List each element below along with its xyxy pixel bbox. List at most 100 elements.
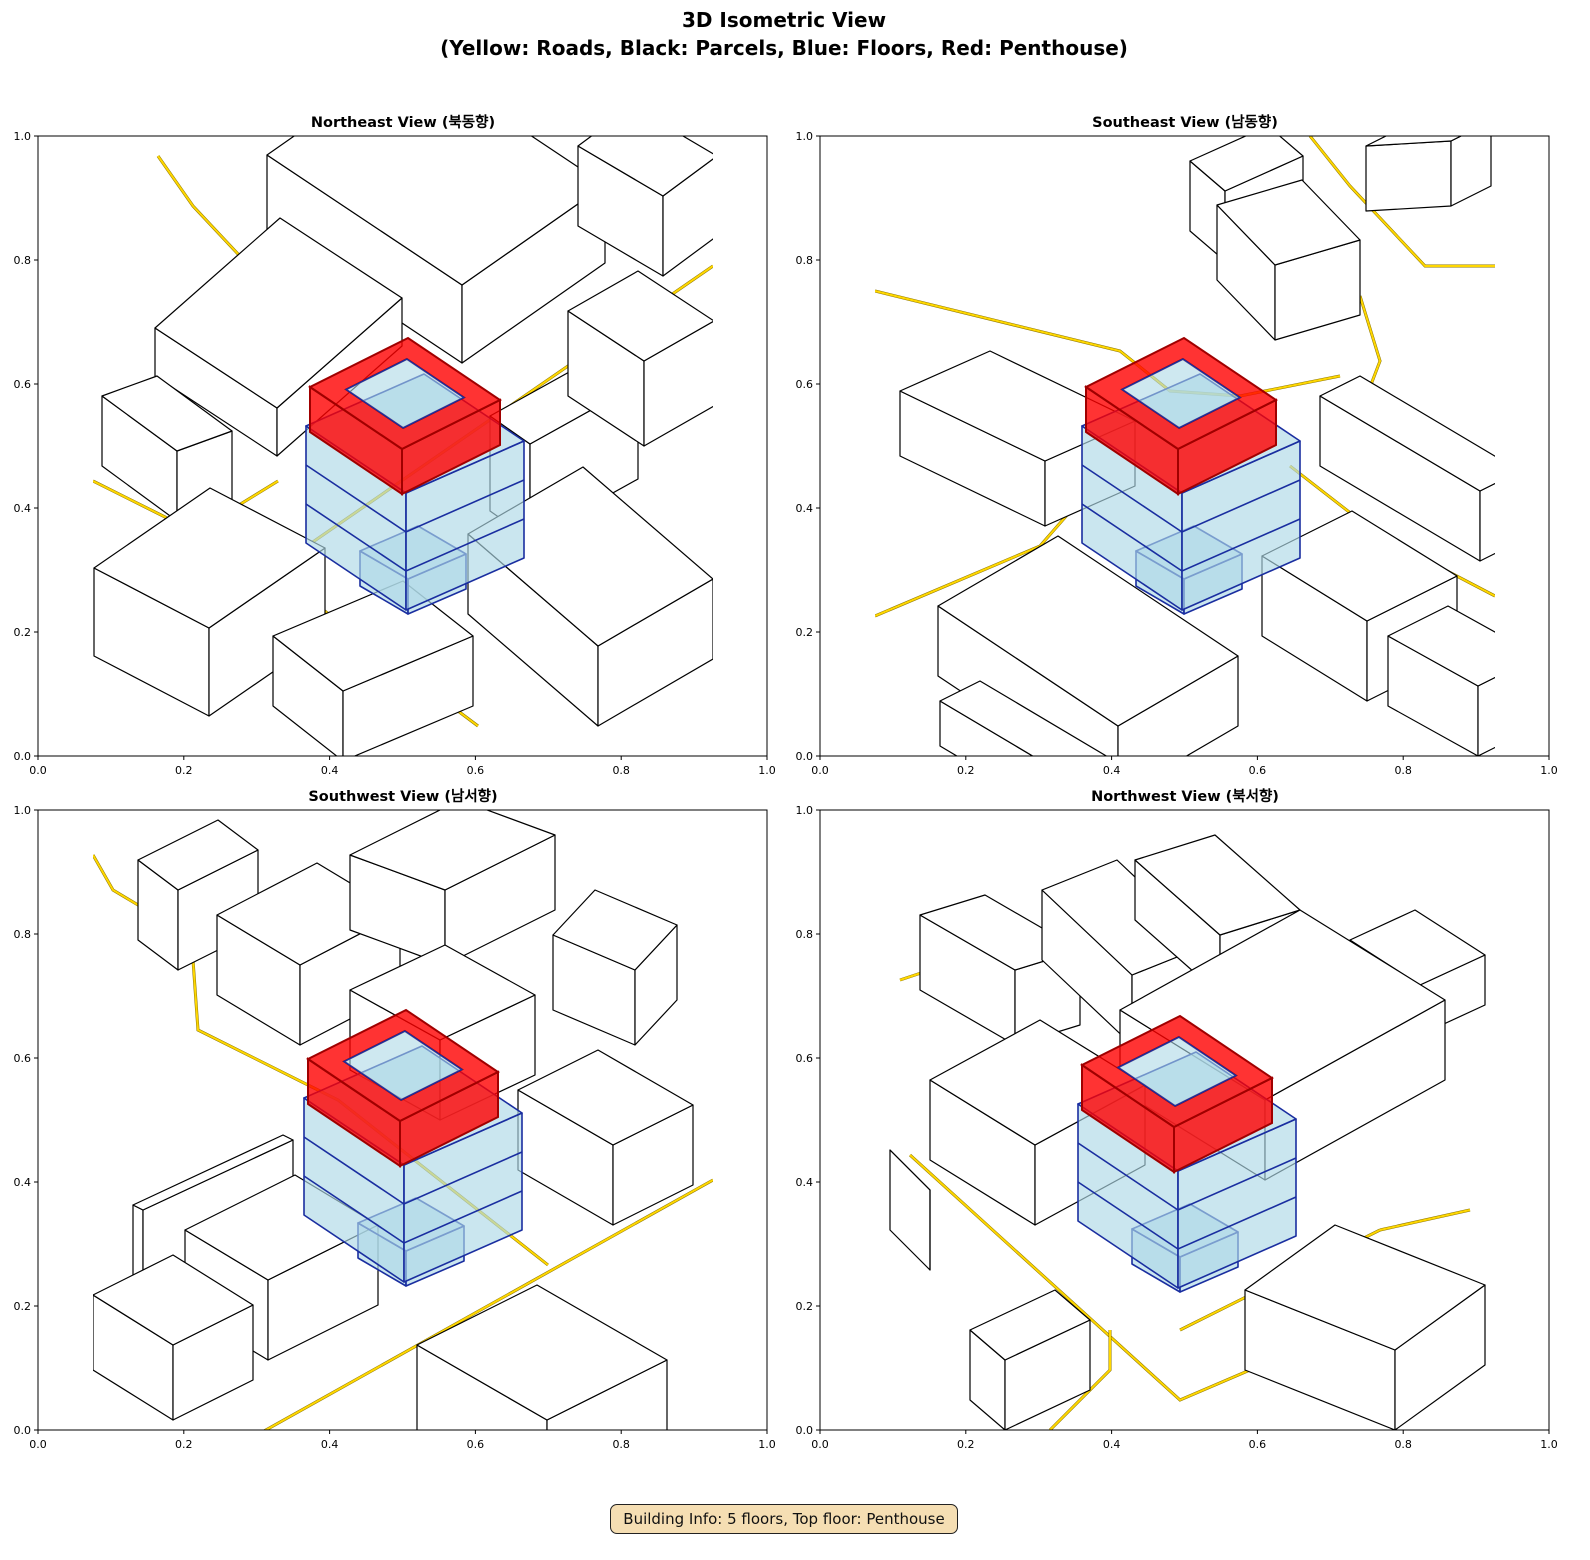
x-tick-label: 0.2 bbox=[175, 1438, 193, 1451]
y-tick-label: 0.8 bbox=[14, 254, 32, 267]
floor-line bbox=[1077, 1181, 1297, 1250]
x-tick-label: 0.0 bbox=[811, 764, 829, 777]
x-tick-label: 0.6 bbox=[1249, 1438, 1267, 1451]
top-face bbox=[1365, 136, 1463, 147]
parcel-building bbox=[577, 136, 713, 277]
x-tick-label: 1.0 bbox=[758, 764, 776, 777]
building-info-box: Building Info: 5 floors, Top floor: Pent… bbox=[610, 1504, 958, 1534]
x-tick-label: 0.2 bbox=[957, 1438, 975, 1451]
top-face bbox=[1261, 510, 1458, 622]
y-tick-label: 0.6 bbox=[796, 378, 814, 391]
y-tick-label: 0.8 bbox=[796, 254, 814, 267]
y-tick-label: 0.0 bbox=[14, 750, 32, 763]
x-tick-label: 0.0 bbox=[811, 1438, 829, 1451]
target-building bbox=[305, 336, 525, 615]
x-tick-label: 0.8 bbox=[1394, 764, 1412, 777]
x-tick-label: 0.6 bbox=[467, 764, 485, 777]
figure-title: 3D Isometric View (Yellow: Roads, Black:… bbox=[0, 6, 1568, 62]
x-tick-label: 0.8 bbox=[1394, 1438, 1412, 1451]
axes-frame bbox=[819, 135, 1550, 757]
right-face bbox=[1450, 136, 1492, 207]
top-face bbox=[937, 535, 1239, 727]
y-tick-label: 0.4 bbox=[796, 1176, 814, 1189]
y-tick-label: 0.0 bbox=[796, 1424, 814, 1437]
top-face bbox=[889, 1149, 931, 1191]
parcel-building bbox=[93, 1254, 254, 1421]
scene bbox=[889, 834, 1486, 1430]
y-tick-label: 0.8 bbox=[796, 928, 814, 941]
x-tick-label: 0.6 bbox=[1249, 764, 1267, 777]
penthouse-courtyard bbox=[344, 358, 466, 429]
floor-line bbox=[1077, 1142, 1297, 1211]
y-tick-label: 0.0 bbox=[14, 1424, 32, 1437]
y-tick-label: 0.4 bbox=[796, 502, 814, 515]
floor-line bbox=[303, 1136, 523, 1205]
subplot-title: Northwest View (북서향) bbox=[1091, 788, 1279, 805]
floor-line bbox=[305, 503, 525, 572]
x-tick-label: 0.2 bbox=[175, 764, 193, 777]
top-face bbox=[1216, 179, 1361, 266]
top-face bbox=[552, 889, 678, 971]
subplot-title: Southwest View (남서향) bbox=[308, 788, 497, 805]
penthouse bbox=[1080, 1014, 1274, 1174]
top-face bbox=[1244, 1224, 1486, 1351]
target-building bbox=[1077, 1014, 1297, 1293]
y-tick-label: 1.0 bbox=[14, 804, 32, 817]
parcel-building bbox=[969, 1289, 1091, 1430]
top-face bbox=[467, 466, 713, 647]
y-tick-label: 0.6 bbox=[14, 378, 32, 391]
parcel-building bbox=[137, 819, 259, 971]
parcel-building bbox=[1387, 605, 1495, 756]
top-face bbox=[1319, 375, 1495, 492]
y-tick-label: 0.0 bbox=[796, 750, 814, 763]
y-tick-label: 0.2 bbox=[14, 626, 32, 639]
penthouse-courtyard bbox=[1120, 358, 1242, 429]
figure-title-line1: 3D Isometric View bbox=[681, 8, 887, 32]
parcel-building bbox=[517, 1049, 694, 1226]
road bbox=[1049, 1330, 1111, 1430]
right-face bbox=[1100, 776, 1140, 841]
parcel-building bbox=[1216, 179, 1361, 341]
scene bbox=[875, 136, 1495, 841]
y-tick-label: 0.6 bbox=[14, 1052, 32, 1065]
top-face bbox=[132, 1134, 294, 1211]
y-tick-label: 0.4 bbox=[14, 502, 32, 515]
top-face bbox=[93, 1254, 254, 1346]
parcel-building bbox=[1244, 1224, 1486, 1430]
parcel-building bbox=[266, 136, 606, 364]
floor-line bbox=[1081, 464, 1301, 533]
parcel-building bbox=[889, 1149, 931, 1271]
penthouse bbox=[306, 1008, 500, 1168]
parcel-building bbox=[101, 375, 233, 522]
y-tick-label: 0.2 bbox=[14, 1300, 32, 1313]
parcel-building bbox=[132, 1134, 294, 1286]
x-tick-label: 0.8 bbox=[612, 764, 630, 777]
subplot-title: Northeast View (북동향) bbox=[311, 114, 495, 131]
parcel-building bbox=[349, 810, 556, 966]
parcel-building bbox=[272, 580, 474, 756]
penthouse-courtyard bbox=[342, 1030, 464, 1101]
penthouse-courtyard bbox=[1116, 1036, 1238, 1107]
top-face bbox=[939, 680, 1108, 756]
y-tick-label: 1.0 bbox=[796, 130, 814, 143]
y-tick-label: 0.4 bbox=[14, 1176, 32, 1189]
figure-title-line2: (Yellow: Roads, Black: Parcels, Blue: Fl… bbox=[440, 36, 1128, 60]
x-tick-label: 0.0 bbox=[29, 1438, 47, 1451]
top-face bbox=[969, 1289, 1091, 1361]
left-face bbox=[1365, 140, 1452, 212]
target-building bbox=[303, 1008, 523, 1287]
top-face bbox=[1189, 136, 1304, 192]
top-face bbox=[416, 1284, 668, 1421]
axes-frame bbox=[819, 809, 1550, 1431]
right-face bbox=[643, 320, 713, 447]
right-face bbox=[597, 578, 713, 727]
parcel-building bbox=[552, 889, 678, 1046]
top-face bbox=[272, 580, 474, 692]
parcel-building bbox=[416, 1284, 668, 1430]
x-tick-label: 0.0 bbox=[29, 764, 47, 777]
y-tick-label: 0.2 bbox=[796, 1300, 814, 1313]
parcel-building bbox=[567, 270, 713, 447]
